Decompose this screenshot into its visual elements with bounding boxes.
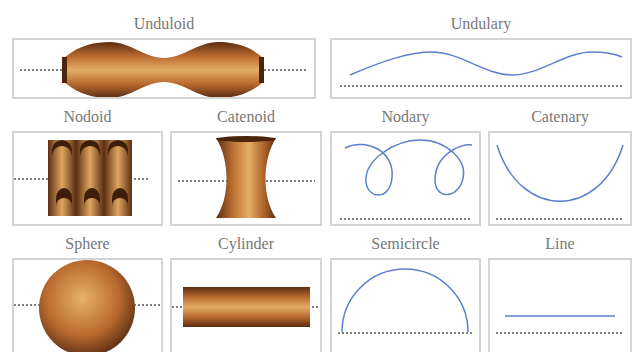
surface-panel: Undulary <box>330 14 632 99</box>
surface-panel: Catenoid <box>170 107 322 226</box>
panel-title: Line <box>488 234 632 258</box>
surface-panel: Nodary <box>330 107 481 226</box>
panel-title: Catenoid <box>170 107 322 131</box>
panel-frame <box>12 131 163 226</box>
panel-frame <box>12 258 163 352</box>
surface-panel: Unduloid <box>12 14 316 99</box>
panel-title: Undulary <box>330 14 632 38</box>
panel-title: Unduloid <box>12 14 316 38</box>
panel-title: Semicircle <box>330 234 481 258</box>
panel-frame <box>488 258 632 352</box>
panel-title: Nodoid <box>12 107 163 131</box>
surface-panel: Catenary <box>488 107 632 226</box>
panel-frame <box>330 38 632 99</box>
surface-panel: Cylinder <box>170 234 322 352</box>
surfaces <box>39 42 310 352</box>
panel-title: Cylinder <box>170 234 322 258</box>
panel-frame <box>12 38 316 99</box>
panel-title: Nodary <box>330 107 481 131</box>
surface-panel: Sphere <box>12 234 163 352</box>
panel-frame <box>488 131 632 226</box>
panel-frame <box>170 258 322 352</box>
panel-frame <box>330 131 481 226</box>
panel-frame <box>170 131 322 226</box>
panel-title: Sphere <box>12 234 163 258</box>
surface-panel: Semicircle <box>330 234 481 352</box>
panel-frame <box>330 258 481 352</box>
profile-curves <box>342 52 623 332</box>
panel-title: Catenary <box>488 107 632 131</box>
surface-panel: Line <box>488 234 632 352</box>
surface-panel: Nodoid <box>12 107 163 226</box>
